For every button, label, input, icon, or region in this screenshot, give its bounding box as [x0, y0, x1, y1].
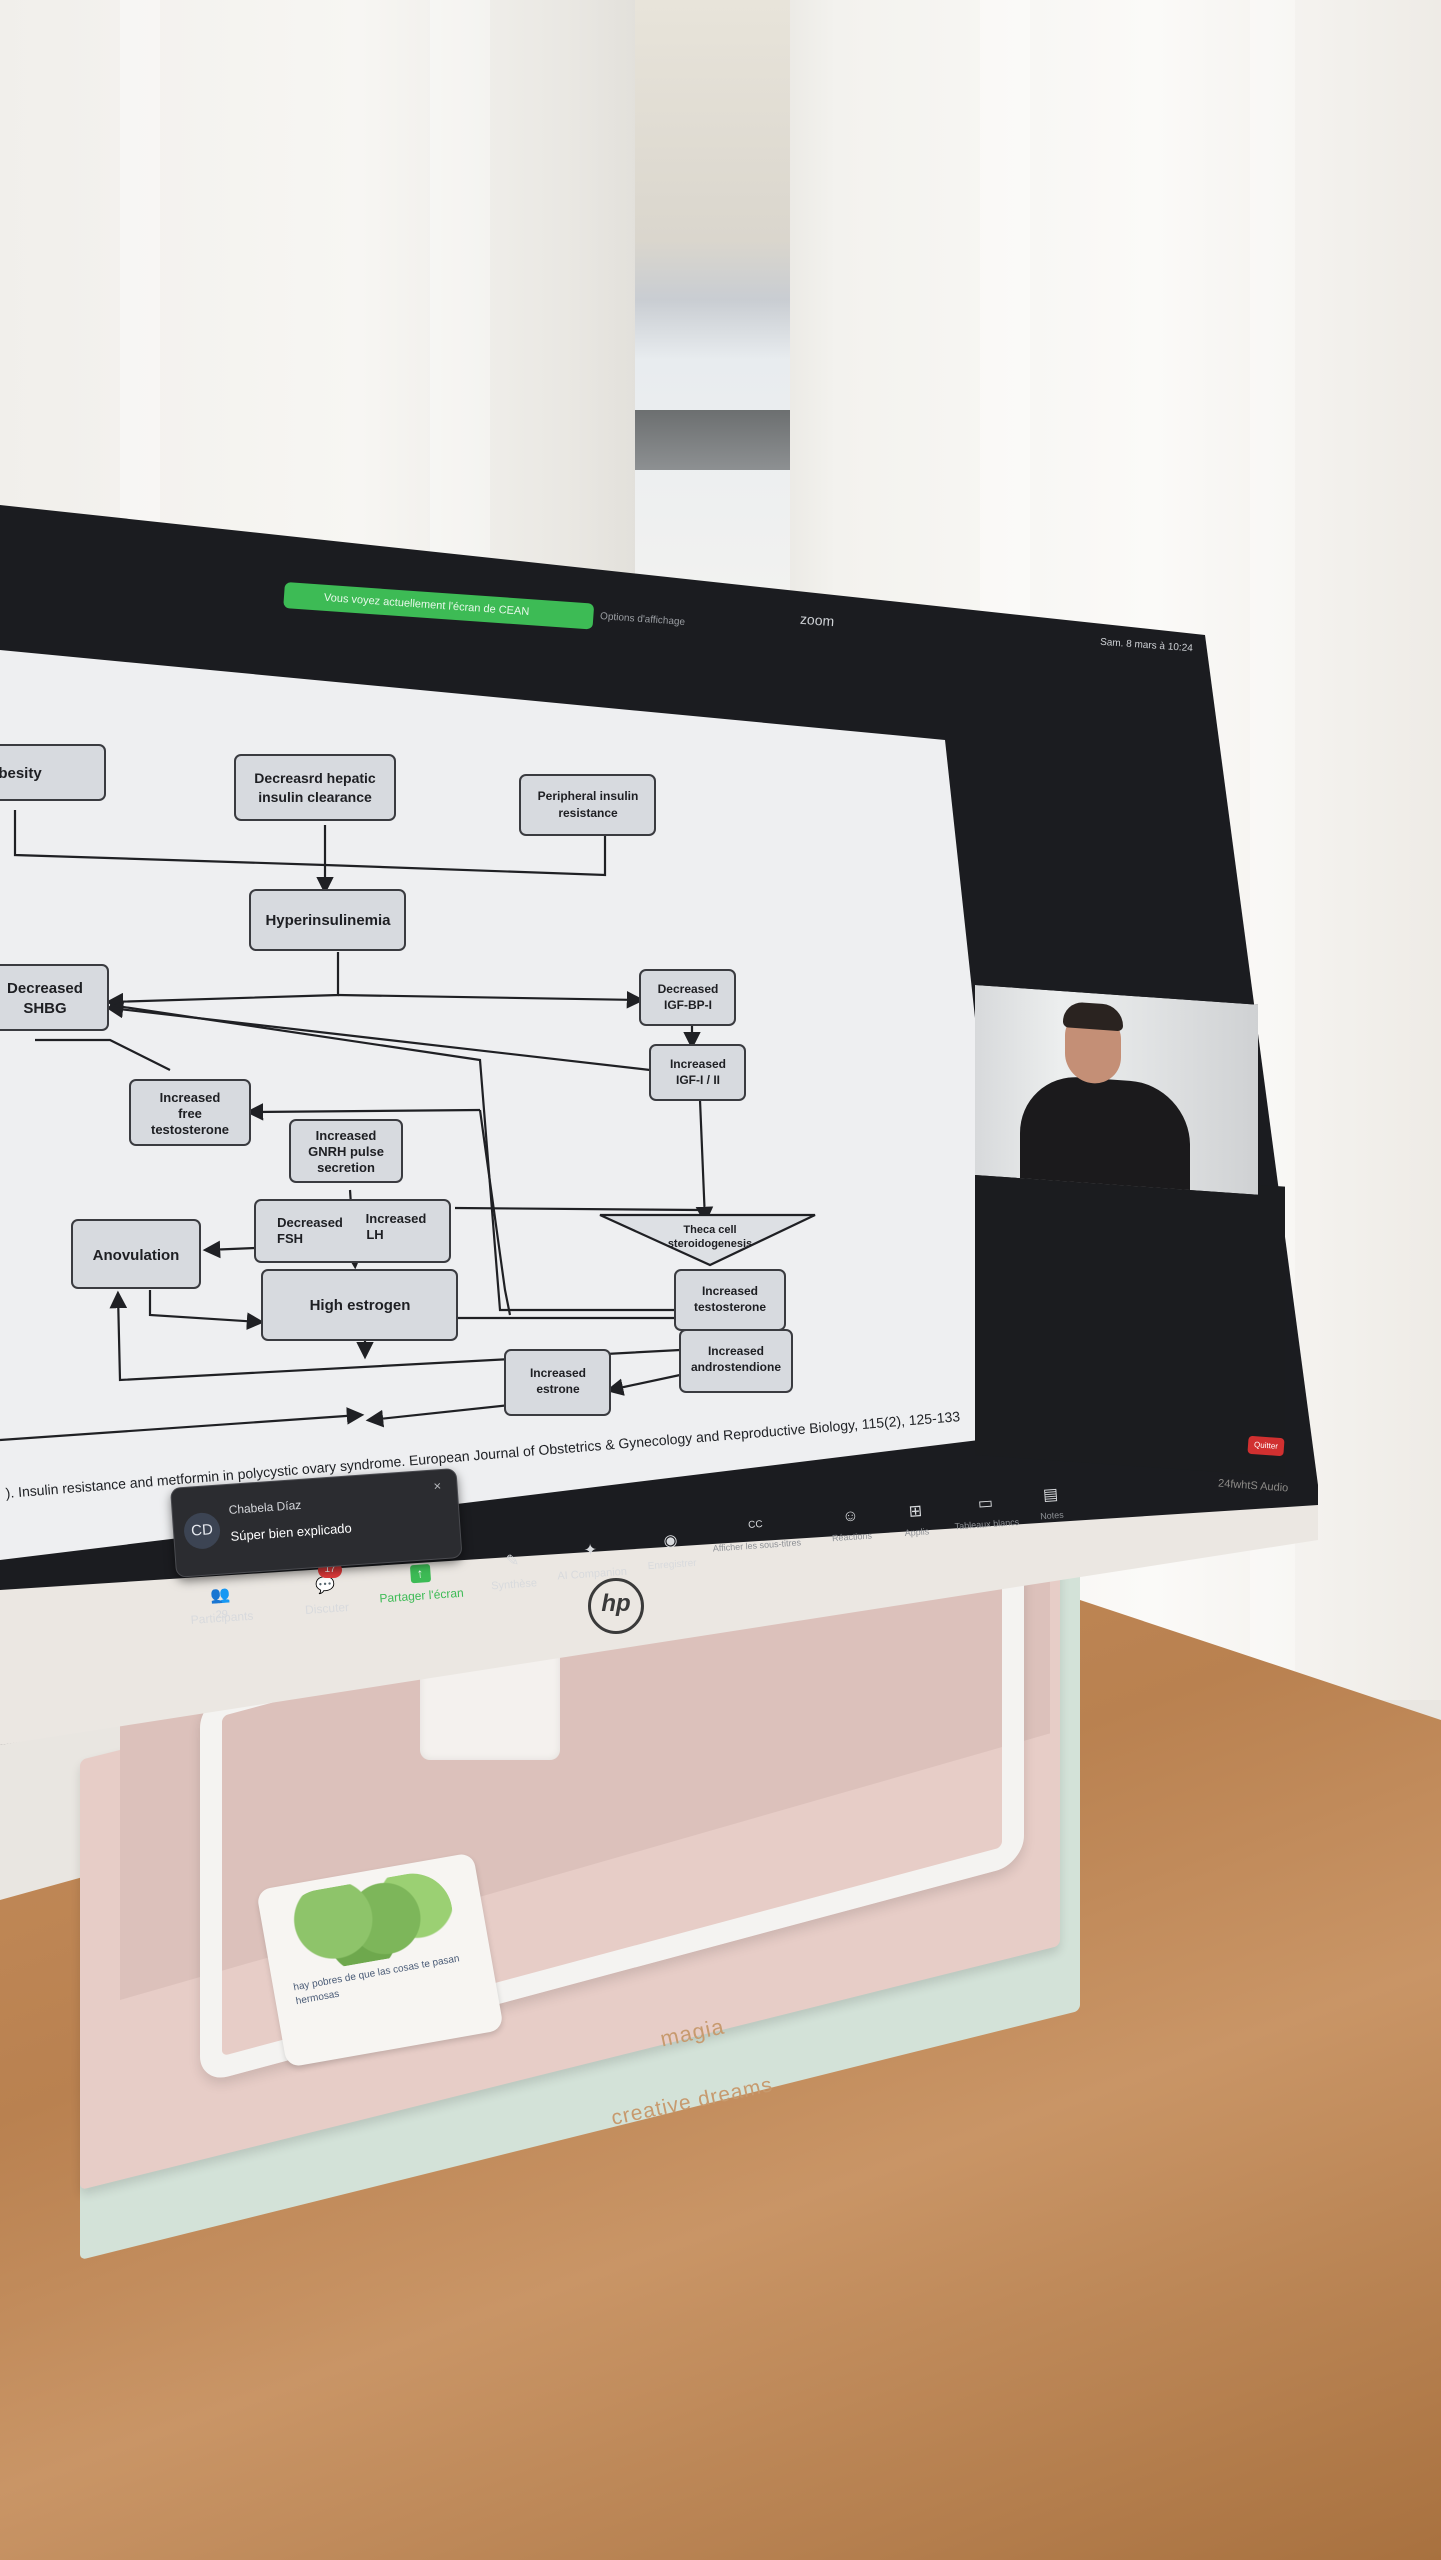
box-gnrh-1: Increased: [316, 1128, 377, 1143]
box-estrone-2: estrone: [536, 1382, 580, 1396]
box-peripheral-1: Peripheral insulin: [538, 789, 639, 803]
apps-icon: ⊞: [908, 1502, 923, 1521]
box-theca-2: steroidogenesis: [668, 1238, 752, 1250]
box-gnrh-3: secretion: [317, 1160, 375, 1175]
notification-message: Súper bien explicado: [230, 1520, 353, 1544]
window-frame: [635, 410, 790, 470]
window-opening: [635, 0, 790, 600]
summary-icon: ✎: [505, 1552, 520, 1571]
notes-icon: ▤: [1042, 1486, 1059, 1505]
video-panel-background: [975, 1165, 1285, 1477]
share-screen-icon: ↑: [409, 1563, 431, 1584]
close-icon[interactable]: ×: [432, 1478, 442, 1494]
participants-icon: 👥29: [209, 1586, 232, 1622]
box-testosterone-2: testosterone: [694, 1300, 766, 1314]
record-button[interactable]: ◉ Enregistrer: [635, 1530, 707, 1573]
box-hepatic-1: Decreasrd hepatic: [254, 770, 376, 786]
summary-button[interactable]: ✎ Synthèse: [482, 1551, 545, 1593]
sparkle-icon: ✦: [583, 1541, 598, 1560]
box-anovulation: Anovulation: [93, 1247, 180, 1264]
app-name: zoom: [799, 610, 835, 630]
reactions-icon: ☺: [841, 1507, 860, 1526]
box-free-testosterone-3: testosterone: [151, 1122, 229, 1137]
pcos-flow-diagram: besity Decreasrd hepatic insulin clearan…: [0, 744, 816, 1442]
chat-button[interactable]: 💬 Discuter: [290, 1575, 362, 1618]
box-igfbp-1: Decreased: [658, 982, 719, 996]
reactions-button[interactable]: ☺ Réactions: [820, 1506, 882, 1544]
box-shbg-2: SHBG: [23, 1000, 66, 1017]
captions-icon: CC: [747, 1519, 764, 1531]
avatar: CD: [182, 1511, 222, 1551]
box-estrone-1: Increased: [530, 1366, 586, 1380]
apps-button[interactable]: ⊞ Applis: [890, 1502, 942, 1539]
box-hyperinsulinemia: Hyperinsulinemia: [265, 912, 391, 929]
box-high-estrogen: High estrogen: [310, 1297, 411, 1314]
participant-video-tile[interactable]: [975, 985, 1258, 1195]
quit-button[interactable]: Quitter: [1247, 1435, 1285, 1457]
box-igf-2: IGF-I / II: [676, 1073, 720, 1087]
notes-button[interactable]: ▤ Notes: [1030, 1485, 1072, 1522]
chat-icon: 💬: [314, 1576, 337, 1596]
box-free-testosterone-2: free: [178, 1106, 202, 1121]
box-testosterone-1: Increased: [702, 1284, 758, 1298]
box-fsh-2: FSH: [277, 1231, 303, 1246]
apps-label: Applis: [904, 1526, 930, 1539]
box-lh-1: Increased: [366, 1211, 427, 1226]
share-screen-button[interactable]: ↑ Partager l'écran: [372, 1561, 469, 1606]
ai-companion-button[interactable]: ✦ AI Companion: [550, 1539, 632, 1583]
participants-button[interactable]: 👥29 Participants: [175, 1584, 267, 1628]
box-lh-2: LH: [366, 1227, 383, 1242]
box-igfbp-2: IGF-BP-I: [664, 998, 712, 1012]
box-gnrh-2: GNRH pulse: [308, 1144, 384, 1159]
box-theca-1: Theca cell: [683, 1224, 736, 1236]
hp-logo: hp: [588, 1578, 644, 1634]
box-obesity: besity: [0, 765, 42, 782]
box-hepatic-2: insulin clearance: [258, 789, 372, 805]
box-fsh-1: Decreased: [277, 1215, 343, 1230]
box-androstendione-2: androstendione: [691, 1360, 781, 1374]
box-igf-1: Increased: [670, 1057, 726, 1071]
notification-sender: Chabela Díaz: [228, 1497, 302, 1517]
box-androstendione-1: Increased: [708, 1344, 764, 1358]
box-shbg-1: Decreased: [7, 980, 83, 997]
captions-button[interactable]: CC Afficher les sous-titres: [705, 1513, 807, 1554]
whiteboards-button[interactable]: ▭ Tableaux blancs: [945, 1492, 1027, 1532]
record-icon: ◉: [662, 1532, 679, 1551]
cactus-sticker: hay pobres de que las cosas te pasan her…: [256, 1852, 504, 2068]
box-peripheral-2: resistance: [558, 806, 618, 820]
notes-label: Notes: [1039, 1509, 1065, 1522]
whiteboard-icon: ▭: [977, 1494, 994, 1513]
box-free-testosterone-1: Increased: [160, 1090, 221, 1105]
theca-triangle: [599, 1213, 816, 1267]
